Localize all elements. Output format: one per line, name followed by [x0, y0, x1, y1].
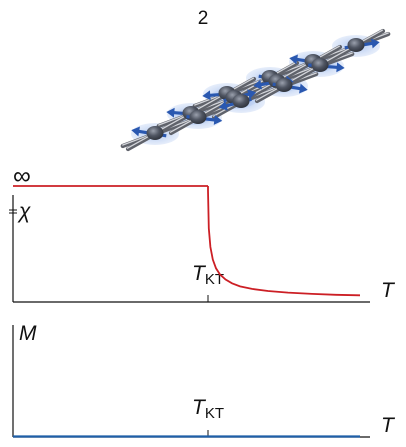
- spin-arrow-head: [371, 38, 380, 49]
- spin-arrow-head: [213, 115, 223, 125]
- spin-site: [232, 94, 250, 108]
- spin-arrow-head: [202, 90, 211, 101]
- chi-decay-curve: [207, 186, 361, 297]
- magnetization-panel: M T TKT: [12, 322, 396, 438]
- chi-y-label: χ: [17, 200, 31, 223]
- chi-x-label: T: [381, 279, 396, 302]
- spin-site: [275, 78, 293, 92]
- spin-arrow-head: [166, 107, 175, 118]
- spin-site: [311, 58, 329, 72]
- spin-arrow-head: [299, 83, 308, 94]
- spin-arrow-head: [336, 62, 345, 73]
- spin-arrow-head: [247, 89, 257, 100]
- susceptibility-panel: ∞ χ T TKT: [9, 162, 396, 303]
- m-tkt-label: TKT: [192, 396, 224, 422]
- chi-tkt-label: TKT: [192, 262, 224, 288]
- spin-site: [189, 110, 207, 124]
- chi-infinity-label: ∞: [13, 162, 31, 190]
- spin-arrow-head: [253, 79, 262, 90]
- m-y-label: M: [19, 322, 37, 345]
- spin-lattice-illustration: [120, 28, 391, 152]
- spin-site: [146, 126, 164, 140]
- spin-site: [347, 38, 365, 52]
- spin-arrow-head: [289, 54, 298, 65]
- page-number: 2: [197, 8, 209, 29]
- spin-arrow-head: [131, 126, 140, 137]
- spin-arrow-head: [218, 100, 228, 111]
- m-x-label: T: [381, 414, 396, 437]
